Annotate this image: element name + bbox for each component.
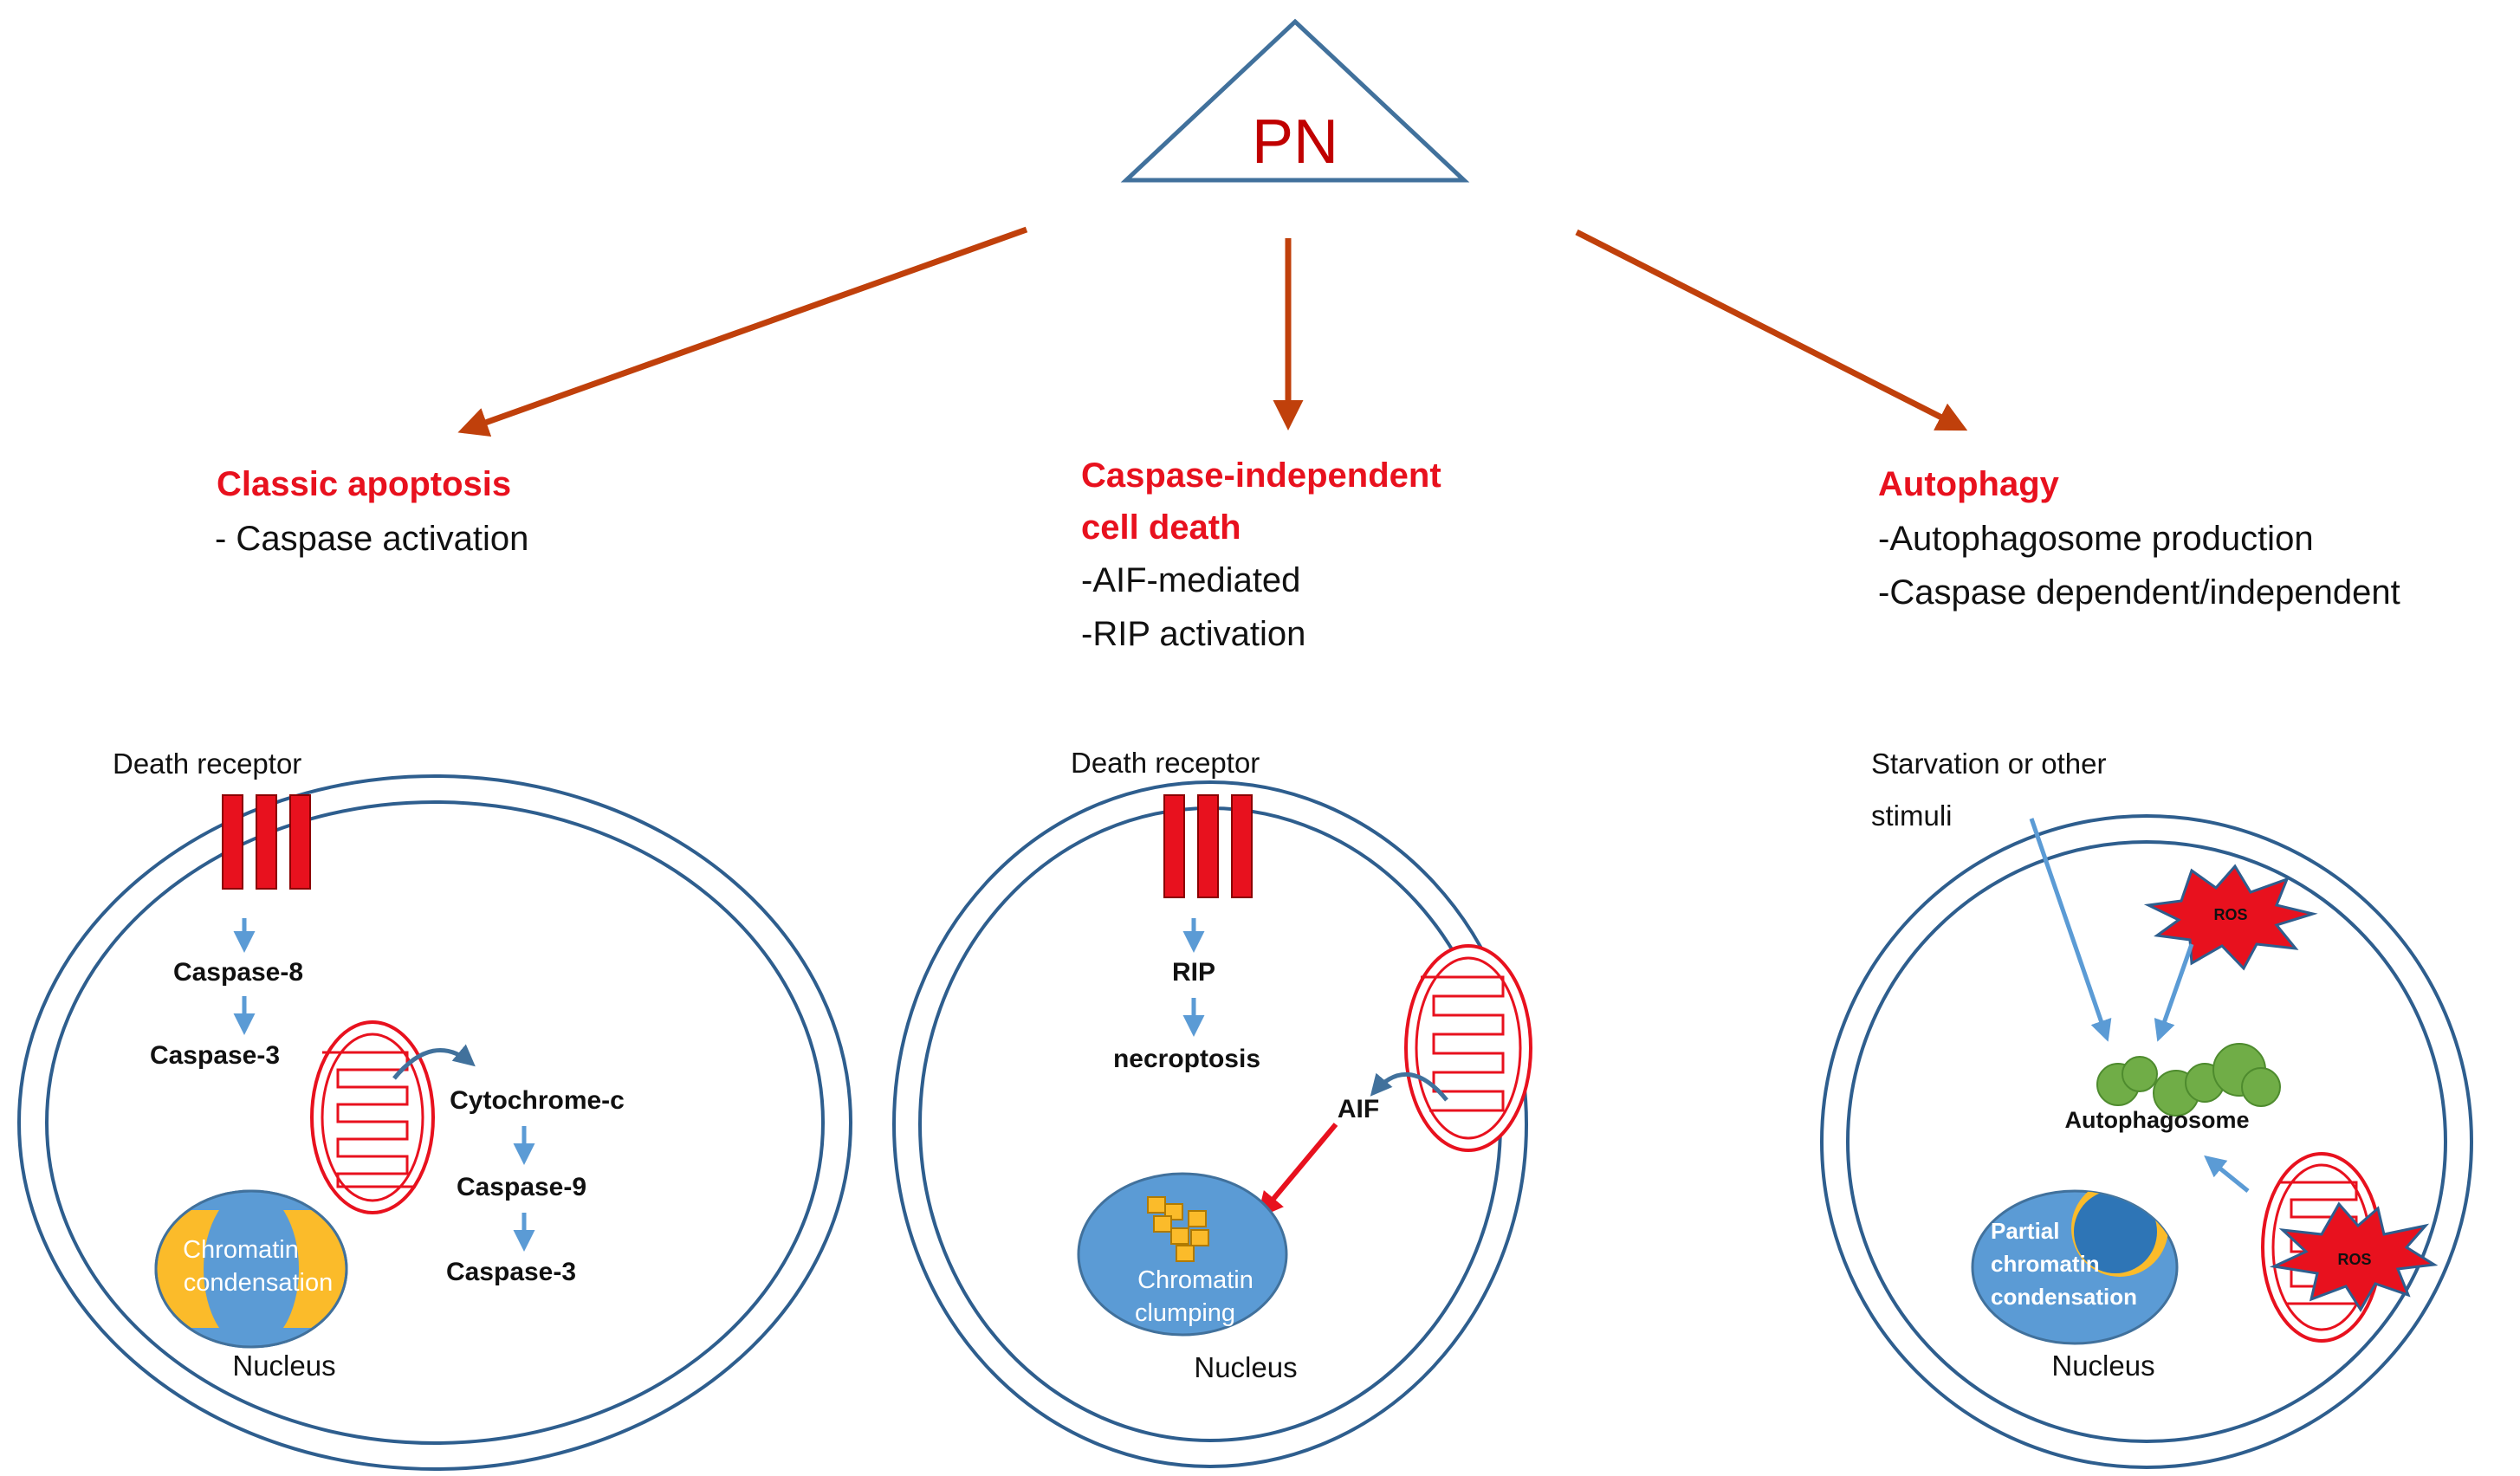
nucleus-partial-condensation: Partial chromatin condensation bbox=[1971, 1189, 2179, 1345]
ros-label: ROS bbox=[2337, 1251, 2371, 1268]
autophagy-line-1: -Autophagosome production bbox=[1878, 520, 2314, 558]
ros-arrow bbox=[2154, 943, 2194, 1042]
aif-label: AIF bbox=[1338, 1095, 1379, 1123]
caspase-independent-title-2: cell death bbox=[1081, 508, 1241, 547]
cytochrome-release-arrow bbox=[392, 1044, 476, 1080]
necroptosis-label: necroptosis bbox=[1113, 1045, 1260, 1073]
nucleus-clumping: Chromatin clumping bbox=[1077, 1172, 1288, 1337]
caspase-independent-line-1: -AIF-mediated bbox=[1081, 561, 1300, 599]
mito-to-autophagosome-arrow bbox=[2204, 1155, 2250, 1193]
stimuli-label-1: Starvation or other bbox=[1871, 748, 2106, 780]
death-receptor bbox=[222, 794, 311, 890]
cell-autophagy: Starvation or other stimuli ROS Autophag… bbox=[1820, 748, 2473, 1469]
apoptosis-line-1: - Caspase activation bbox=[215, 520, 528, 558]
cell-inner-membrane bbox=[918, 806, 1502, 1442]
caspase-independent-line-2: -RIP activation bbox=[1081, 615, 1305, 653]
pn-triangle: PN bbox=[1120, 18, 1470, 183]
chromatin-label-2: clumping bbox=[1135, 1299, 1235, 1327]
stimuli-label-2: stimuli bbox=[1871, 800, 1953, 832]
stimuli-arrow bbox=[2029, 818, 2112, 1042]
branch-apoptosis-text: Classic apoptosis - Caspase activation bbox=[215, 465, 528, 558]
pn-label: PN bbox=[1252, 107, 1338, 177]
cytochrome-c-label: Cytochrome-c bbox=[450, 1086, 625, 1115]
ros-burst-bottom: ROS bbox=[2269, 1201, 2439, 1312]
nucleus-label: Nucleus bbox=[1194, 1351, 1297, 1383]
caspase-9-label: Caspase-9 bbox=[457, 1173, 586, 1201]
arrow-to-apoptosis bbox=[457, 226, 1028, 437]
death-receptor-label: Death receptor bbox=[1071, 747, 1260, 779]
caspase-3-label: Caspase-3 bbox=[150, 1041, 280, 1070]
caspase-3b-label: Caspase-3 bbox=[446, 1258, 576, 1286]
caspase-8-label: Caspase-8 bbox=[173, 958, 303, 987]
partial-chromatin-label-1: Partial bbox=[1991, 1218, 2060, 1244]
branch-autophagy-text: Autophagy -Autophagosome production -Cas… bbox=[1878, 465, 2400, 612]
autophagosome-label: Autophagosome bbox=[2065, 1107, 2250, 1133]
partial-chromatin-label-3: condensation bbox=[1991, 1284, 2137, 1310]
partial-chromatin-label-2: chromatin bbox=[1991, 1251, 2100, 1277]
chromatin-label-2: condensation bbox=[184, 1269, 334, 1297]
branch-caspase-independent-text: Caspase-independent cell death -AIF-medi… bbox=[1081, 456, 1441, 653]
arrow-to-autophagy bbox=[1575, 229, 1968, 431]
caspase-independent-title-1: Caspase-independent bbox=[1081, 456, 1441, 495]
chromatin-label-1: Chromatin bbox=[183, 1236, 299, 1264]
aif-release-arrow bbox=[1370, 1071, 1448, 1102]
mitochondrion bbox=[310, 1020, 435, 1214]
nucleus-condensed: Chromatin condensation bbox=[154, 1189, 348, 1349]
mitochondrion bbox=[1404, 944, 1532, 1152]
nucleus-label: Nucleus bbox=[2051, 1350, 2154, 1382]
ros-burst-top: ROS bbox=[2143, 864, 2318, 971]
apoptosis-title: Classic apoptosis bbox=[217, 465, 511, 503]
nucleus-label: Nucleus bbox=[232, 1350, 335, 1382]
ros-label: ROS bbox=[2213, 906, 2247, 923]
rip-label: RIP bbox=[1172, 958, 1215, 987]
cell-inner-membrane bbox=[45, 800, 825, 1445]
cell-apoptosis: Death receptor Caspase-8 Caspase-3 Cytoc… bbox=[17, 748, 852, 1471]
cell-caspase-independent: Death receptor RIP necroptosis AIF bbox=[892, 747, 1532, 1468]
death-receptor-label: Death receptor bbox=[113, 748, 301, 780]
autophagosome bbox=[2096, 1043, 2281, 1117]
autophagy-line-2: -Caspase dependent/independent bbox=[1878, 573, 2400, 612]
autophagy-title: Autophagy bbox=[1878, 465, 2060, 503]
aif-to-nucleus-arrow bbox=[1257, 1123, 1338, 1219]
chromatin-clumps bbox=[1147, 1196, 1209, 1262]
chromatin-label-1: Chromatin bbox=[1137, 1266, 1254, 1294]
death-receptor bbox=[1163, 794, 1253, 898]
